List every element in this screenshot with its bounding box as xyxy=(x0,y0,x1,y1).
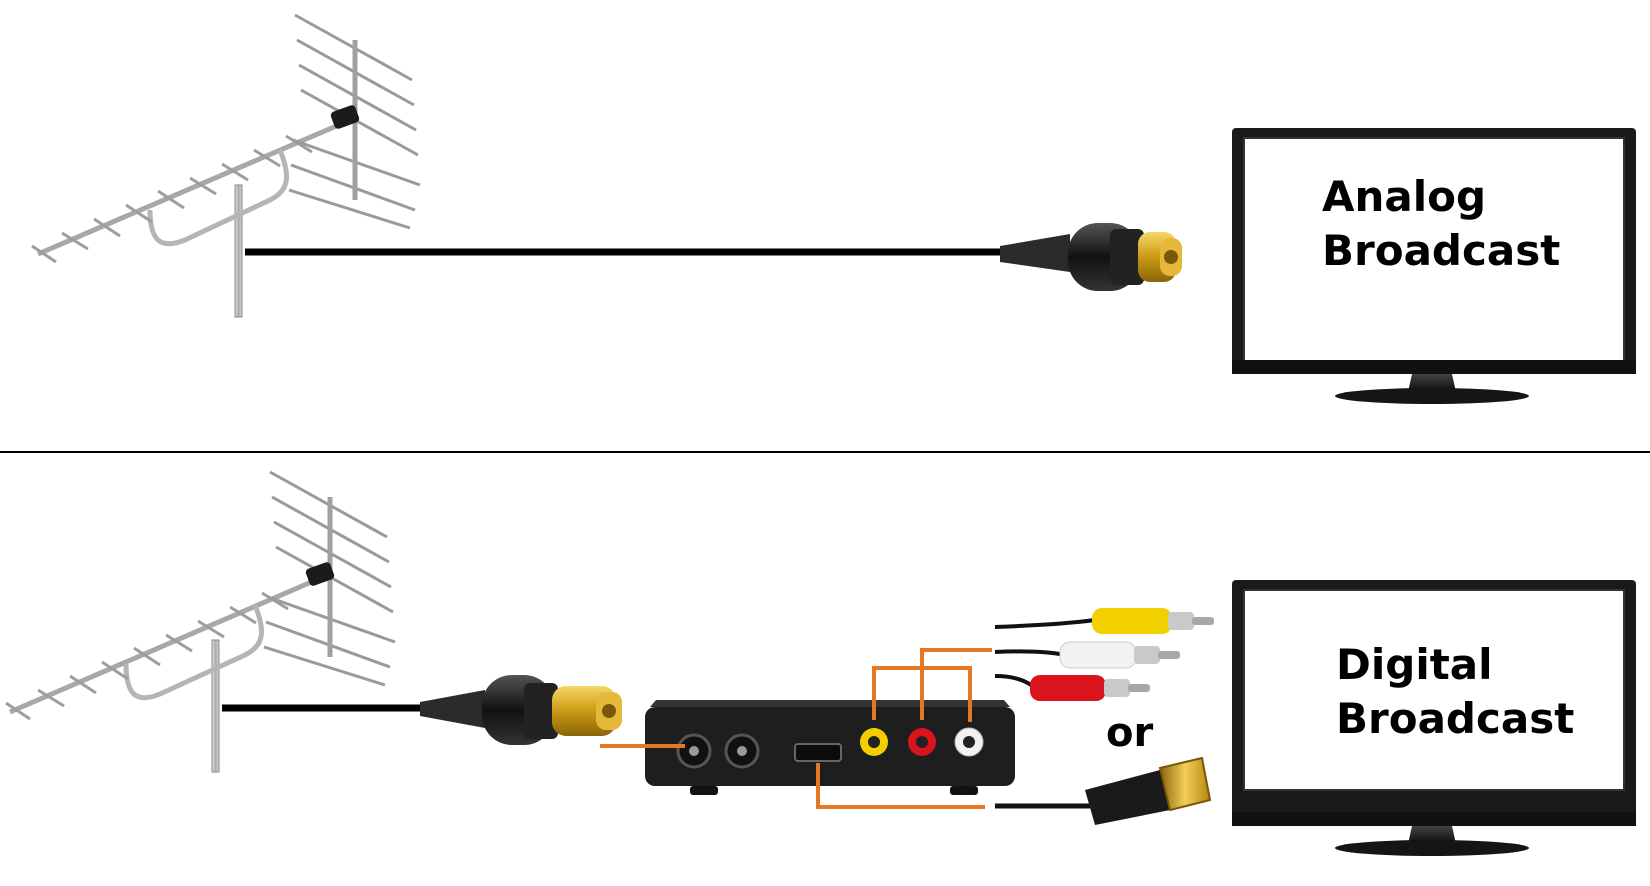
top-antenna xyxy=(31,13,421,318)
hdmi-cable xyxy=(995,756,1212,825)
rca-cables xyxy=(994,608,1214,701)
orange-wiring xyxy=(600,648,992,809)
top-tv-label-line2: Broadcast xyxy=(1322,226,1561,275)
bottom-tv-label-line1: Digital xyxy=(1336,640,1493,689)
bottom-tv xyxy=(1232,580,1636,856)
connector-or-label: or xyxy=(1106,710,1154,756)
top-tv-label-line1: Analog xyxy=(1322,172,1487,221)
hdmi-port xyxy=(794,743,842,762)
bottom-coax-plug xyxy=(420,675,622,745)
bottom-tv-label-line2: Broadcast xyxy=(1336,694,1575,743)
top-tv xyxy=(1232,128,1636,404)
top-coax-plug xyxy=(1000,223,1182,291)
bottom-antenna xyxy=(5,470,396,773)
set-top-box xyxy=(645,700,1015,795)
